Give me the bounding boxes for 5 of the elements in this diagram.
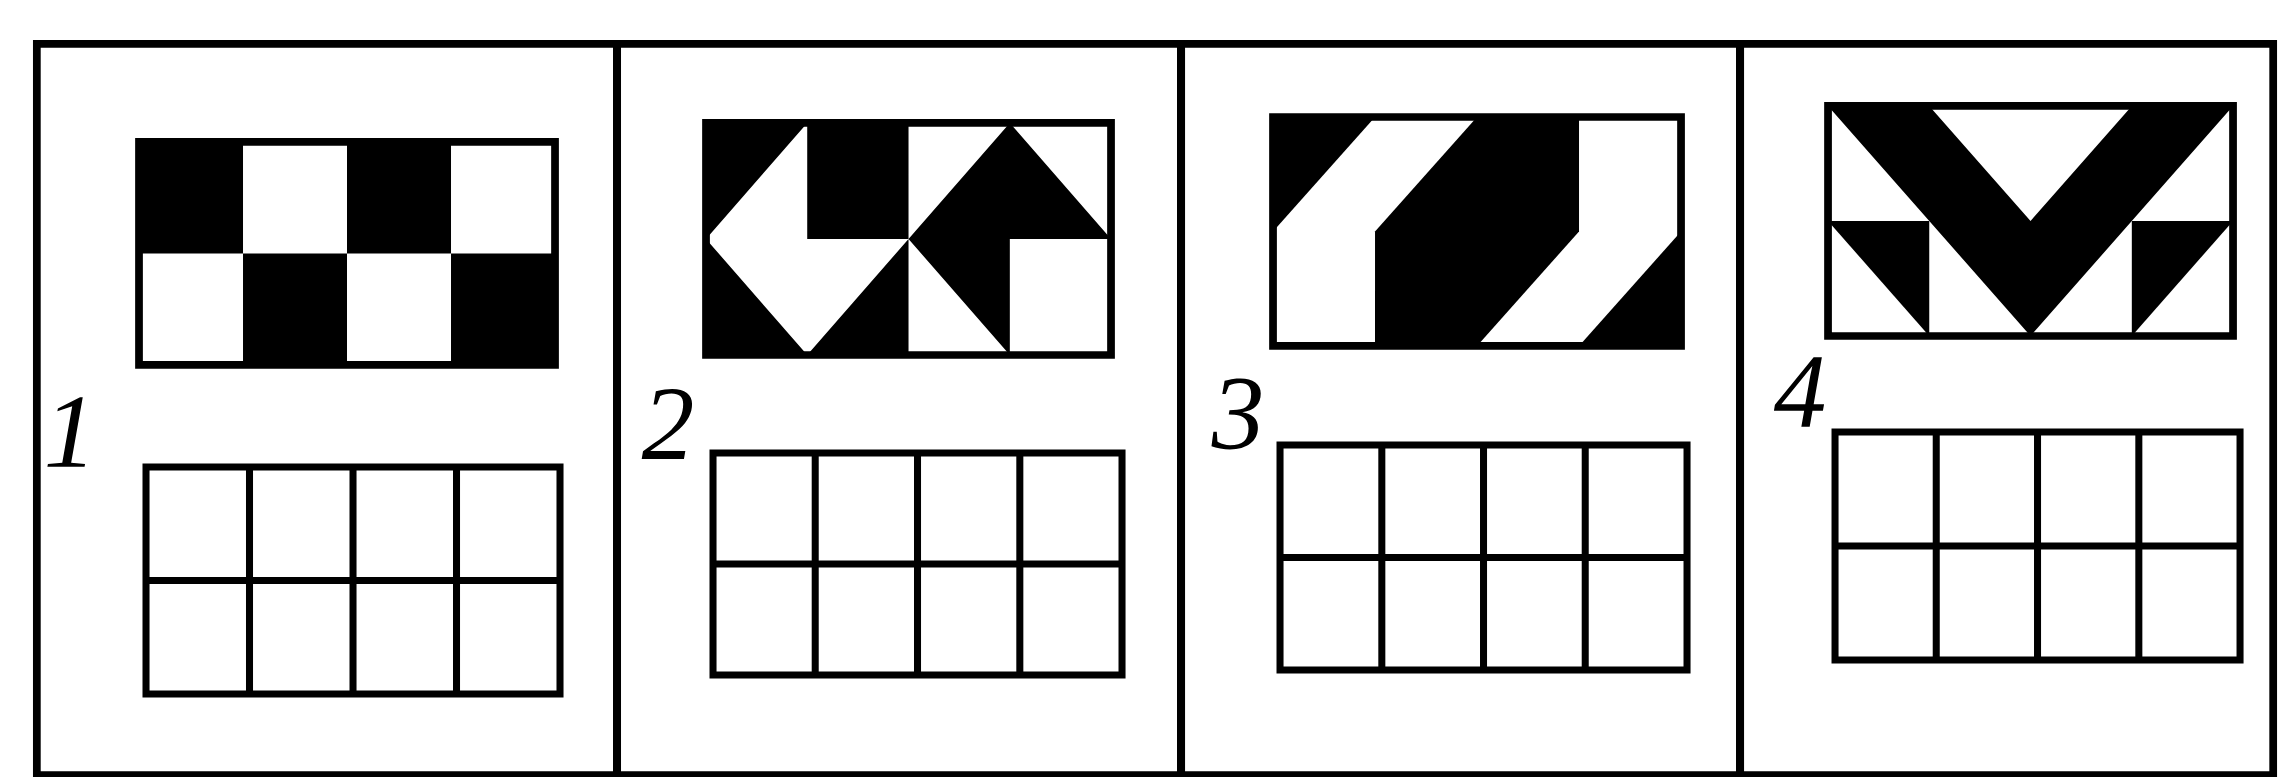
panel [1736,39,2278,777]
panel-number: 3 [1211,378,1261,450]
panel-number: 4 [1773,357,1825,427]
panel-number: 2 [641,389,693,459]
panel-number: 1 [47,397,86,467]
